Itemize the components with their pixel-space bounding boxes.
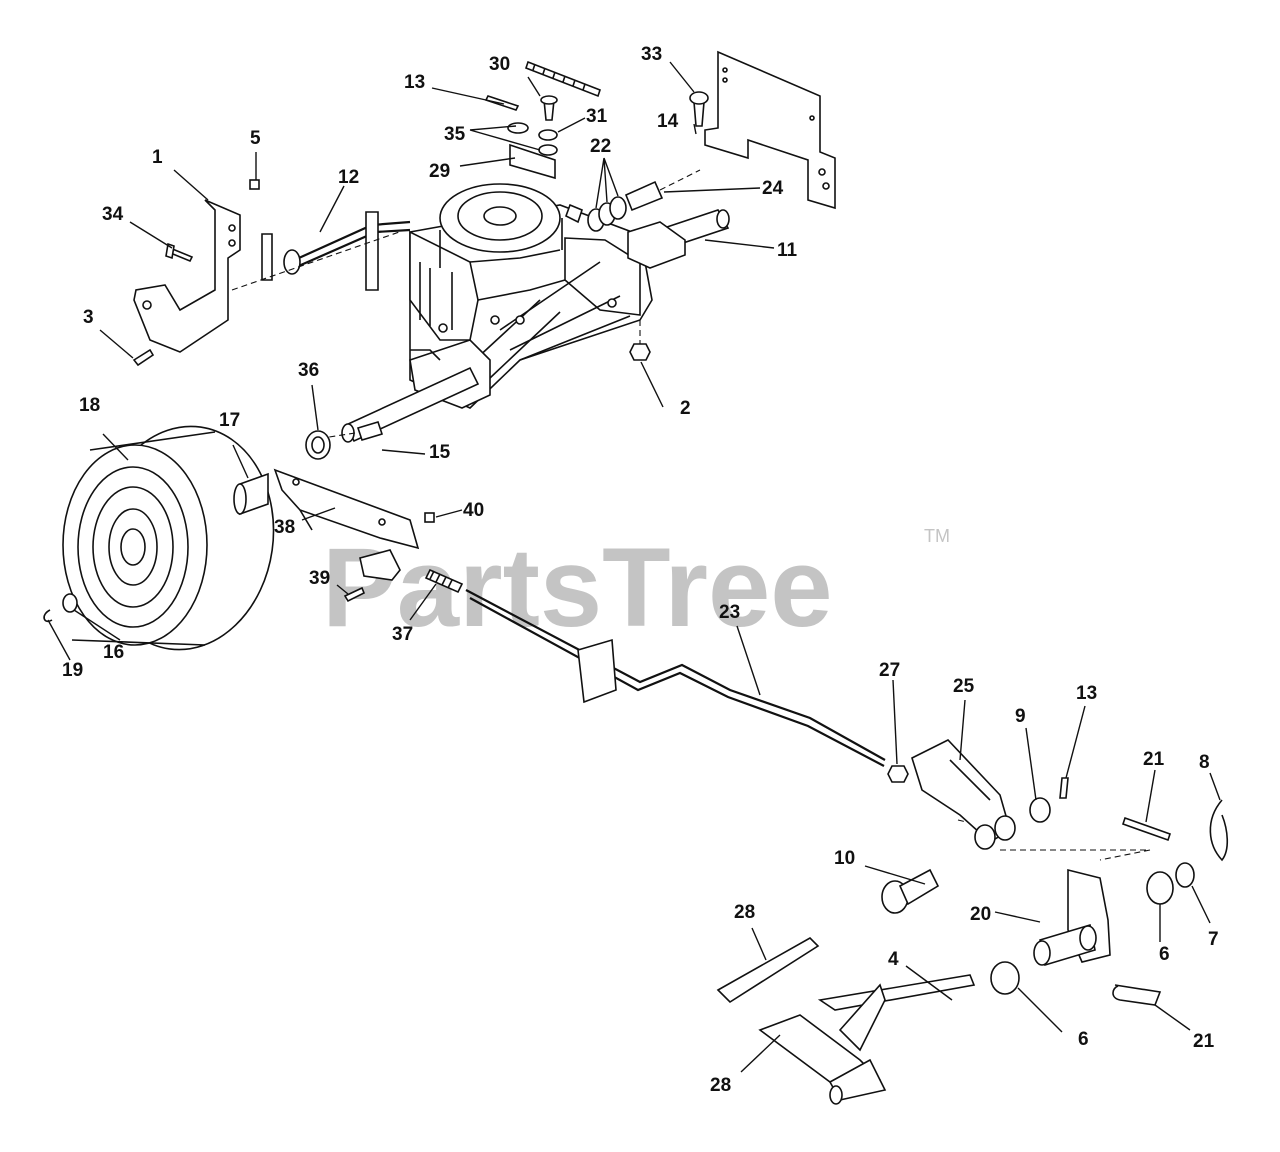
label-28b[interactable]: 28 — [710, 1075, 731, 1096]
part-18-wheel[interactable] — [62, 415, 288, 661]
label-10[interactable]: 10 — [834, 848, 855, 869]
label-18[interactable]: 18 — [79, 395, 100, 416]
label-1[interactable]: 1 — [152, 147, 163, 168]
part-37-spring[interactable] — [424, 568, 464, 594]
part-13-cotter[interactable] — [1059, 777, 1069, 799]
label-24[interactable]: 24 — [762, 178, 784, 199]
label-30[interactable]: 30 — [489, 54, 510, 75]
part-19-clip[interactable] — [43, 609, 53, 623]
part-9-washer[interactable] — [1029, 797, 1051, 823]
label-21a[interactable]: 21 — [1143, 749, 1165, 770]
label-5[interactable]: 5 — [250, 128, 261, 149]
part-4-pedal[interactable] — [758, 974, 976, 1105]
label-28a[interactable]: 28 — [734, 902, 755, 923]
part-27-nut[interactable] — [887, 765, 909, 783]
label-9[interactable]: 9 — [1015, 706, 1026, 727]
part-25-clevis[interactable] — [911, 739, 1016, 850]
top-hardware[interactable] — [484, 60, 664, 232]
part-labels: 1 2 3 4 5 6 6 7 8 9 10 11 12 13 13 14 15… — [62, 44, 1219, 1096]
part-7-washer[interactable] — [1175, 862, 1195, 888]
label-6b[interactable]: 6 — [1159, 944, 1170, 965]
label-33[interactable]: 33 — [641, 44, 662, 65]
label-31[interactable]: 31 — [586, 106, 608, 127]
label-25[interactable]: 25 — [953, 676, 975, 697]
part-12-rod[interactable] — [261, 211, 411, 291]
label-20[interactable]: 20 — [970, 904, 991, 925]
label-4[interactable]: 4 — [888, 949, 899, 970]
label-35[interactable]: 35 — [444, 124, 466, 145]
label-16[interactable]: 16 — [103, 642, 124, 663]
label-36[interactable]: 36 — [298, 360, 319, 381]
leader-lines — [47, 61, 1221, 1073]
label-7[interactable]: 7 — [1208, 929, 1219, 950]
label-8[interactable]: 8 — [1199, 752, 1210, 773]
label-13b[interactable]: 13 — [1076, 683, 1097, 704]
label-14[interactable]: 14 — [657, 111, 679, 132]
part-20-bracket[interactable] — [1033, 868, 1111, 967]
part-1-bracket[interactable] — [133, 199, 241, 353]
part-8-hairpin[interactable] — [1209, 799, 1229, 862]
label-34[interactable]: 34 — [102, 204, 124, 225]
label-39[interactable]: 39 — [309, 568, 330, 589]
label-2[interactable]: 2 — [680, 398, 691, 419]
part-6-bushing-upper[interactable] — [1146, 871, 1174, 905]
label-12[interactable]: 12 — [338, 167, 359, 188]
label-6a[interactable]: 6 — [1078, 1029, 1089, 1050]
part-23-rod[interactable] — [465, 589, 886, 767]
label-21b[interactable]: 21 — [1193, 1031, 1215, 1052]
hardware-bracket[interactable] — [132, 179, 260, 367]
label-40[interactable]: 40 — [463, 500, 484, 521]
label-38[interactable]: 38 — [274, 517, 295, 538]
label-22[interactable]: 22 — [590, 136, 611, 157]
part-2-nut[interactable] — [629, 343, 651, 361]
label-37[interactable]: 37 — [392, 624, 413, 645]
part-14-bracket[interactable] — [689, 50, 836, 210]
label-23[interactable]: 23 — [719, 602, 740, 623]
axle-hardware[interactable] — [233, 421, 384, 516]
part-10-pin[interactable] — [881, 868, 940, 914]
part-40-nut[interactable] — [424, 512, 435, 523]
pivot-block[interactable] — [359, 549, 401, 581]
part-21-clip-lower[interactable] — [1112, 984, 1162, 1006]
label-15[interactable]: 15 — [429, 442, 451, 463]
part-28-pad-upper[interactable] — [716, 937, 820, 1004]
part-39-bolt[interactable] — [343, 586, 366, 603]
label-11[interactable]: 11 — [777, 240, 798, 261]
label-19[interactable]: 19 — [62, 660, 83, 681]
transaxle-assembly[interactable] — [341, 183, 730, 443]
label-29[interactable]: 29 — [429, 161, 450, 182]
part-6-bushing-lower[interactable] — [990, 961, 1020, 995]
part-16-washer[interactable] — [62, 593, 78, 613]
label-27[interactable]: 27 — [879, 660, 900, 681]
part-21-pin-upper[interactable] — [1121, 816, 1172, 842]
watermark-tm: TM — [924, 526, 950, 546]
label-3[interactable]: 3 — [83, 307, 94, 328]
part-38-bracket[interactable] — [273, 468, 420, 550]
label-13a[interactable]: 13 — [404, 72, 425, 93]
label-17[interactable]: 17 — [219, 410, 240, 431]
